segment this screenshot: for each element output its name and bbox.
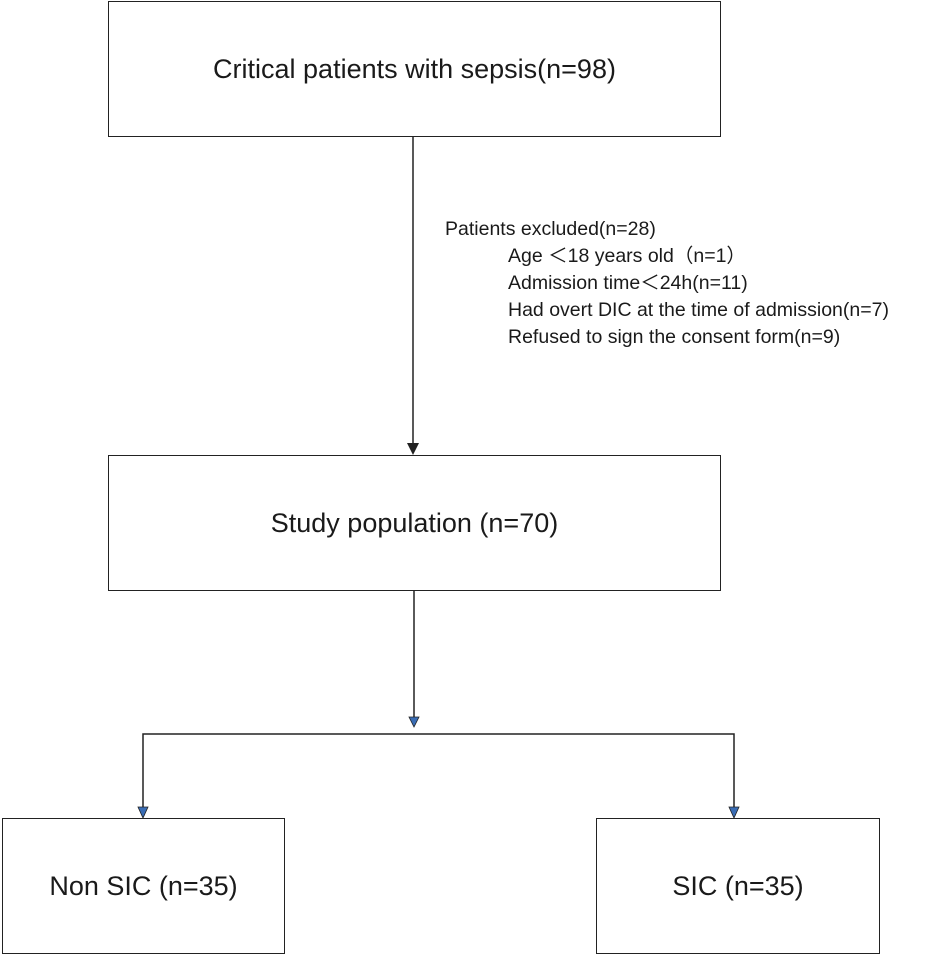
exclusion-title: Patients excluded(n=28) — [445, 218, 656, 240]
connector-split — [142, 733, 735, 807]
exclusion-item-age: Age ＜18 years old（n=1） — [508, 245, 746, 267]
exclusion-note: Patients excluded(n=28) Age ＜18 years ol… — [445, 216, 889, 351]
box-study-population: Study population (n=70) — [108, 455, 721, 591]
exclusion-item-overt-dic: Had overt DIC at the time of admission(n… — [508, 299, 889, 321]
box-critical-patients: Critical patients with sepsis(n=98) — [108, 1, 721, 137]
box-study-population-label: Study population (n=70) — [270, 507, 559, 538]
box-non-sic: Non SIC (n=35) — [2, 818, 285, 954]
box-critical-patients-label: Critical patients with sepsis(n=98) — [213, 53, 616, 84]
arrowhead-to-middle — [407, 443, 419, 455]
arrowhead-to-right — [728, 806, 740, 819]
arrowhead-middle-split — [408, 716, 420, 728]
exclusion-item-refused-consent: Refused to sign the consent form(n=9) — [508, 326, 841, 348]
box-sic-label: SIC (n=35) — [672, 870, 804, 901]
box-sic: SIC (n=35) — [596, 818, 880, 954]
arrowhead-to-left — [137, 806, 149, 819]
exclusion-item-admission-time: Admission time＜24h(n=11) — [508, 272, 748, 294]
box-non-sic-label: Non SIC (n=35) — [49, 870, 238, 901]
